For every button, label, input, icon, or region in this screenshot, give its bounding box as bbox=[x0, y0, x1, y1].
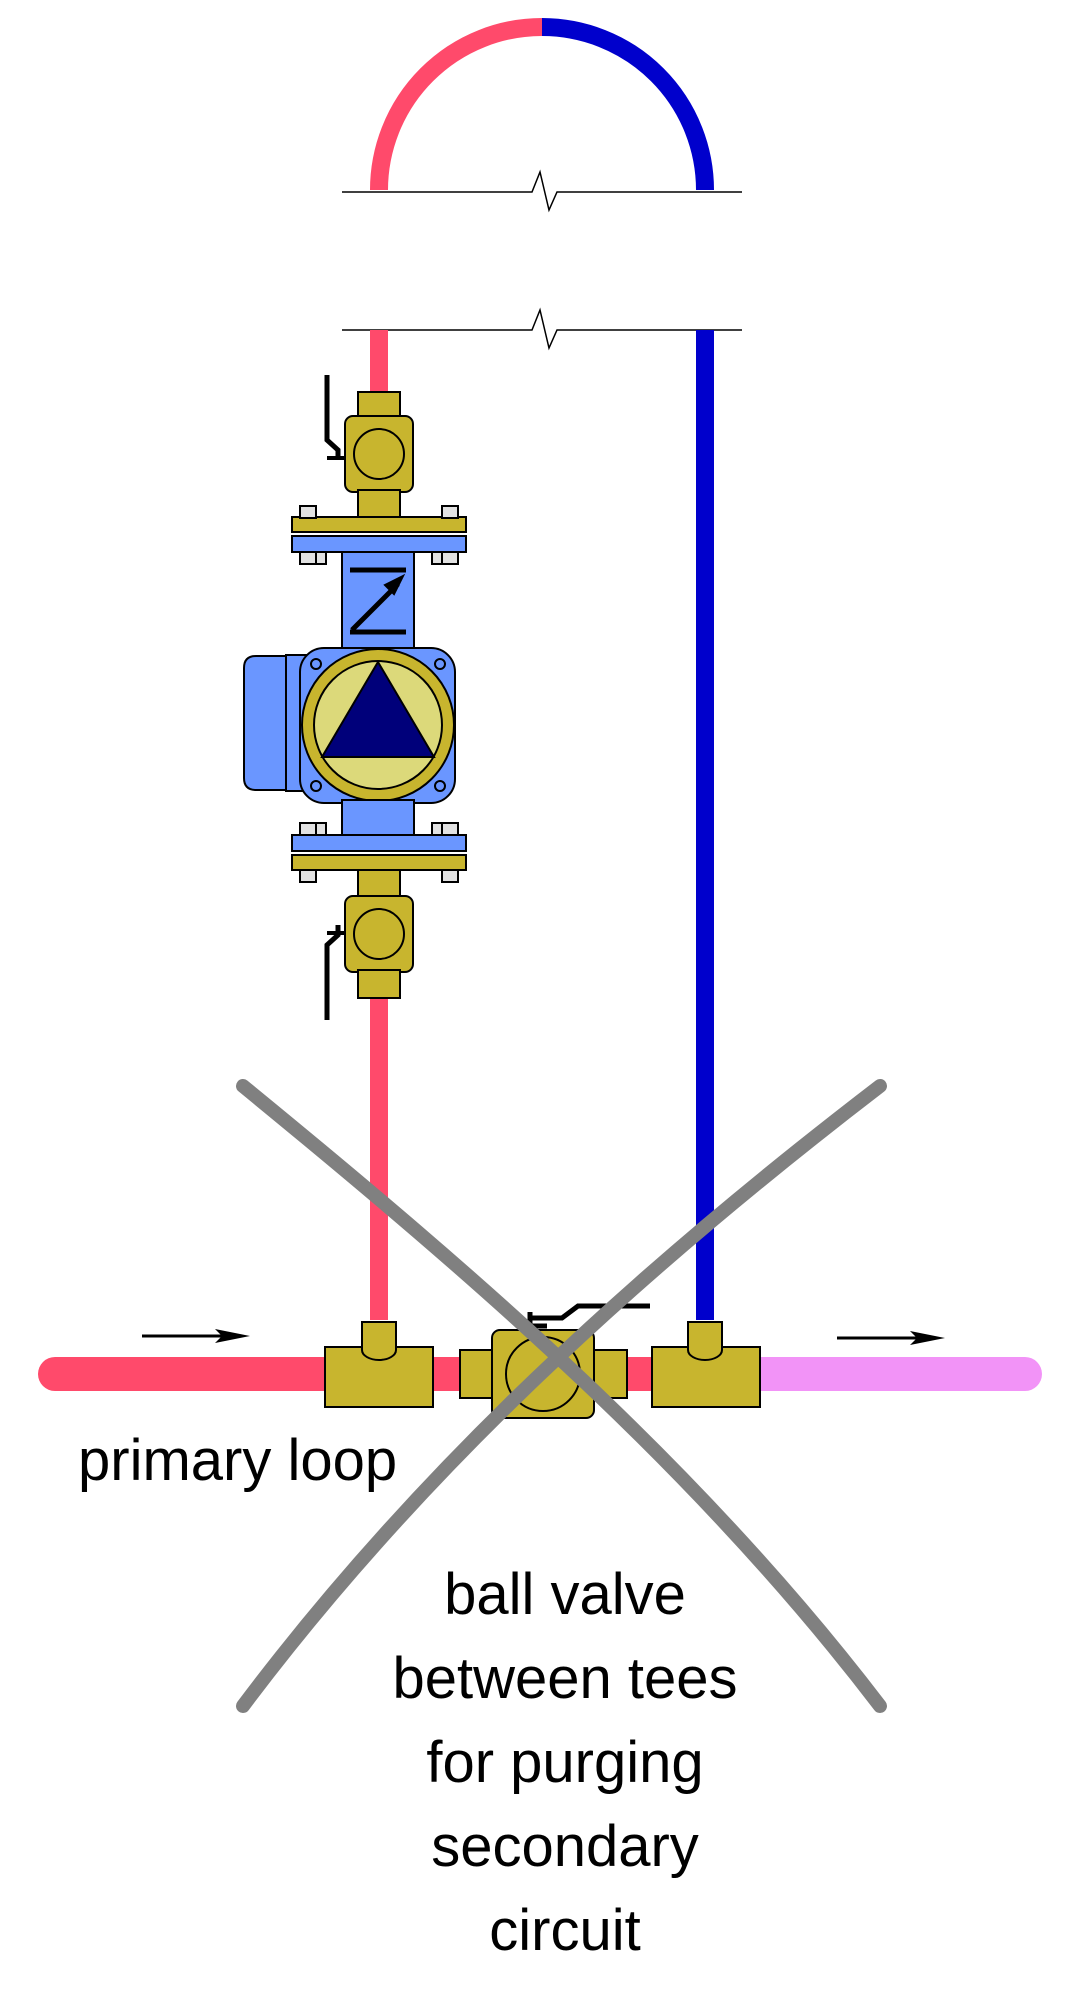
bottom-flange-bolts bbox=[299, 822, 459, 883]
bolt-nut bbox=[315, 822, 327, 836]
pump-neck-bottom bbox=[341, 799, 415, 837]
top-flange-pump-side bbox=[291, 535, 467, 553]
bolt-nut bbox=[441, 869, 459, 883]
circulator-pump-icon bbox=[243, 647, 456, 804]
upper-break-line bbox=[342, 169, 742, 213]
bottom-isolation-valve bbox=[324, 869, 414, 1020]
tee-right-branch bbox=[687, 1321, 723, 1361]
bolt-nut bbox=[431, 551, 443, 565]
vertical-pipes bbox=[370, 330, 714, 1320]
pipe-break-icon bbox=[342, 169, 742, 351]
check-symbol-arrowhead bbox=[383, 573, 406, 596]
pump-upper-neck bbox=[341, 551, 415, 651]
top-valve-outlet bbox=[357, 489, 401, 519]
pump-triangle bbox=[320, 660, 436, 758]
flow-arrow-left-head bbox=[215, 1329, 250, 1343]
bottom-flanges bbox=[291, 822, 467, 883]
purge-valve-left-end bbox=[459, 1349, 496, 1399]
note-line-4: secondary bbox=[431, 1814, 699, 1879]
tee-left-branch bbox=[361, 1321, 397, 1361]
bottom-valve-handle bbox=[324, 925, 341, 1020]
flow-arrow-icon bbox=[142, 1329, 945, 1345]
secondary-loop-arch bbox=[370, 18, 714, 191]
pipe-tee-icon bbox=[324, 1321, 761, 1408]
cross-out-stroke-up bbox=[236, 1079, 887, 1713]
note-line-1: ball valve bbox=[444, 1562, 686, 1627]
arch-supply-segment bbox=[370, 18, 543, 191]
top-flanges bbox=[291, 505, 467, 565]
purge-valve-note: ball valve between tees for purging seco… bbox=[392, 1562, 737, 1963]
bolt-nut bbox=[299, 505, 317, 519]
bolt-nut bbox=[299, 822, 317, 836]
ball-valve-icon bbox=[353, 428, 405, 480]
bolt-nut bbox=[441, 822, 459, 836]
x-mark-icon bbox=[236, 1079, 887, 1713]
flow-arrow-right-head bbox=[910, 1331, 945, 1345]
note-line-3: for purging bbox=[426, 1730, 703, 1795]
top-isolation-valve bbox=[324, 375, 414, 519]
note-line-5: circuit bbox=[489, 1898, 640, 1963]
top-flange-bolts bbox=[299, 505, 459, 565]
lower-break-line bbox=[342, 307, 742, 351]
bottom-valve-outlet bbox=[357, 969, 401, 999]
note-line-2: between tees bbox=[392, 1646, 737, 1711]
pump-lower-neck bbox=[341, 799, 415, 837]
bolt-nut bbox=[315, 551, 327, 565]
top-valve-handle bbox=[324, 375, 341, 458]
primary-loop-label: primary loop bbox=[78, 1428, 397, 1493]
pump-screw bbox=[434, 780, 446, 792]
bolt-nut bbox=[299, 869, 317, 883]
pump-screw bbox=[310, 658, 322, 670]
pump-motor-box bbox=[243, 655, 289, 791]
pump-screw bbox=[434, 658, 446, 670]
bottom-flange-valve-side bbox=[291, 854, 467, 871]
pump-screw bbox=[310, 780, 322, 792]
bolt-nut bbox=[431, 822, 443, 836]
bolt-nut bbox=[441, 505, 459, 519]
purge-valve-handle bbox=[530, 1303, 650, 1321]
bolt-nut bbox=[299, 551, 317, 565]
top-flange-valve-side bbox=[291, 516, 467, 533]
ball-valve-icon bbox=[353, 908, 405, 960]
cross-out-stroke-down bbox=[236, 1079, 887, 1713]
arch-return-segment bbox=[541, 18, 714, 191]
bolt-nut bbox=[441, 551, 459, 565]
bottom-flange-pump-side bbox=[291, 834, 467, 852]
